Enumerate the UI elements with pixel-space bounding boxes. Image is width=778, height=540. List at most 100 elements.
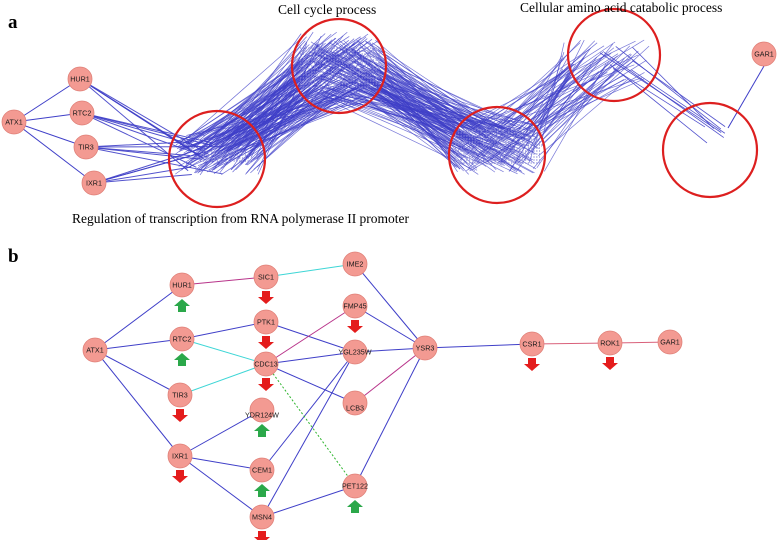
caption-cell-cycle: Cell cycle process — [278, 2, 376, 17]
node-b-ydr124w: YDR124W — [245, 397, 279, 423]
edge-sic1-ime2 — [265, 263, 356, 278]
panel-b-nodes: ATX1 HUR1 RTC2 TIR3 IXR1 SIC1 IME2 PTK1 … — [82, 251, 683, 530]
edge-atx1-ixr1 — [94, 349, 181, 457]
node-b-fmp45: FMP45 — [342, 293, 368, 319]
edge-ysr3-csr1 — [424, 343, 533, 349]
node-label: IME2 — [347, 260, 364, 269]
node-label: PET122 — [342, 482, 368, 491]
node-b-pet122: PET122 — [342, 473, 368, 499]
node-b-csr1: CSR1 — [519, 331, 545, 357]
edge-cdc13-ygl235w — [265, 351, 356, 365]
node-b-cdc13: CDC13 — [253, 351, 279, 377]
panel-a-edge-bundles — [13, 31, 765, 184]
panel-b-letter: b — [8, 246, 19, 267]
panel-b-regulation-arrows — [172, 291, 618, 540]
down-arrow-icon-tir3 — [172, 409, 188, 422]
node-label: MSN4 — [252, 513, 272, 522]
node-label: RTC2 — [73, 109, 92, 118]
edge-csr1-rok1 — [531, 342, 611, 345]
edge-atx1-hur1 — [94, 284, 183, 351]
edge-atx1-rtc2 — [94, 338, 183, 351]
node-label: TIR3 — [78, 143, 94, 152]
edge-cdc13-fmp45 — [265, 305, 356, 365]
caption-transcription: Regulation of transcription from RNA pol… — [72, 211, 410, 226]
down-arrow-icon-msn4 — [254, 531, 270, 540]
node-label: TIR3 — [172, 391, 188, 400]
cluster-ring-amino-acid — [447, 105, 547, 205]
down-arrow-icon-ixr1 — [172, 470, 188, 483]
panel-a-nodes: ATX1 HUR1 RTC2 TIR3 IXR1 GAR1 — [1, 41, 777, 196]
down-arrow-icon-rok1 — [602, 357, 618, 370]
down-arrow-icon-cdc13 — [258, 378, 274, 391]
node-label: IXR1 — [86, 179, 102, 188]
node-label: PTK1 — [257, 318, 275, 327]
node-label: ATX1 — [5, 118, 22, 127]
node-a-rtc2: RTC2 — [69, 100, 95, 126]
edge-cdc13-pet122 — [265, 363, 356, 487]
node-label: CSR1 — [522, 340, 541, 349]
node-b-tir3: TIR3 — [167, 382, 193, 408]
node-b-ysr3: YSR3 — [412, 335, 438, 361]
node-a-ixr1: IXR1 — [81, 170, 107, 196]
node-label: ATX1 — [86, 346, 103, 355]
node-a-tir3: TIR3 — [73, 134, 99, 160]
node-b-lcb3: LCB3 — [342, 390, 368, 416]
node-b-ixr1: IXR1 — [167, 443, 193, 469]
node-label: YDR124W — [245, 411, 279, 420]
node-label: CDC13 — [254, 360, 278, 369]
edge-ime2-ysr3 — [354, 263, 426, 349]
edge-rtc2-ptk1 — [181, 321, 267, 340]
edge-tir3-cdc13 — [179, 363, 267, 396]
node-label: GAR1 — [754, 50, 774, 59]
down-arrow-icon-fmp45 — [347, 320, 363, 333]
edge-lcb3-ysr3 — [354, 347, 426, 404]
node-b-msn4: MSN4 — [249, 504, 275, 530]
node-label: FMP45 — [343, 302, 366, 311]
down-arrow-icon-sic1 — [258, 291, 274, 304]
cluster-ring-amino-acid-upper — [566, 7, 662, 103]
node-label: HUR1 — [70, 75, 90, 84]
cluster-ring-gar1 — [661, 101, 759, 199]
panel-a-letter: a — [8, 12, 18, 33]
node-a-hur1: HUR1 — [67, 66, 93, 92]
edge-ygl235w-msn4 — [261, 351, 356, 518]
node-b-gar1: GAR1 — [657, 329, 683, 355]
edge-ixr1-msn4 — [179, 455, 263, 518]
node-b-cem1: CEM1 — [249, 457, 275, 483]
edge-msn4-pet122 — [261, 485, 356, 518]
cluster-ring-transcription — [167, 109, 267, 209]
node-label: ROK1 — [600, 339, 620, 348]
node-b-ptk1: PTK1 — [253, 309, 279, 335]
edge-pet122-ysr3 — [354, 347, 426, 487]
node-b-hur1: HUR1 — [169, 272, 195, 298]
node-label: HUR1 — [172, 281, 192, 290]
edge-fmp45-ysr3 — [354, 305, 426, 349]
up-arrow-icon-cem1 — [254, 484, 270, 497]
node-label: IXR1 — [172, 452, 188, 461]
edge-cdc13-lcb3 — [265, 363, 356, 404]
edge-hur1-sic1 — [181, 276, 267, 286]
edge-rtc2-cdc13 — [181, 338, 267, 365]
down-arrow-icon-ptk1 — [258, 336, 274, 349]
edge-ptk1-ygl235w — [265, 321, 356, 353]
node-label: RTC2 — [173, 335, 192, 344]
node-b-sic1: SIC1 — [253, 264, 279, 290]
down-arrow-icon-csr1 — [524, 358, 540, 371]
node-b-ygl235w: YGL235W — [338, 339, 372, 365]
up-arrow-icon-rtc2 — [174, 353, 190, 366]
node-label: SIC1 — [258, 273, 274, 282]
edge-atx1-tir3 — [94, 349, 181, 396]
edge-ixr1-ydr124w — [179, 409, 263, 457]
node-label: LCB3 — [346, 404, 364, 413]
cluster-ring-cell-cycle — [290, 17, 388, 115]
edge-ygl235w-cem1 — [261, 351, 356, 471]
node-b-ime2: IME2 — [342, 251, 368, 277]
node-a-gar1: GAR1 — [751, 41, 777, 67]
node-label: GAR1 — [660, 338, 680, 347]
node-a-atx1: ATX1 — [1, 109, 27, 135]
node-label: YGL235W — [338, 348, 371, 357]
panel-b-edges — [94, 263, 671, 518]
up-arrow-icon-pet122 — [347, 500, 363, 513]
node-b-rok1: ROK1 — [597, 330, 623, 356]
